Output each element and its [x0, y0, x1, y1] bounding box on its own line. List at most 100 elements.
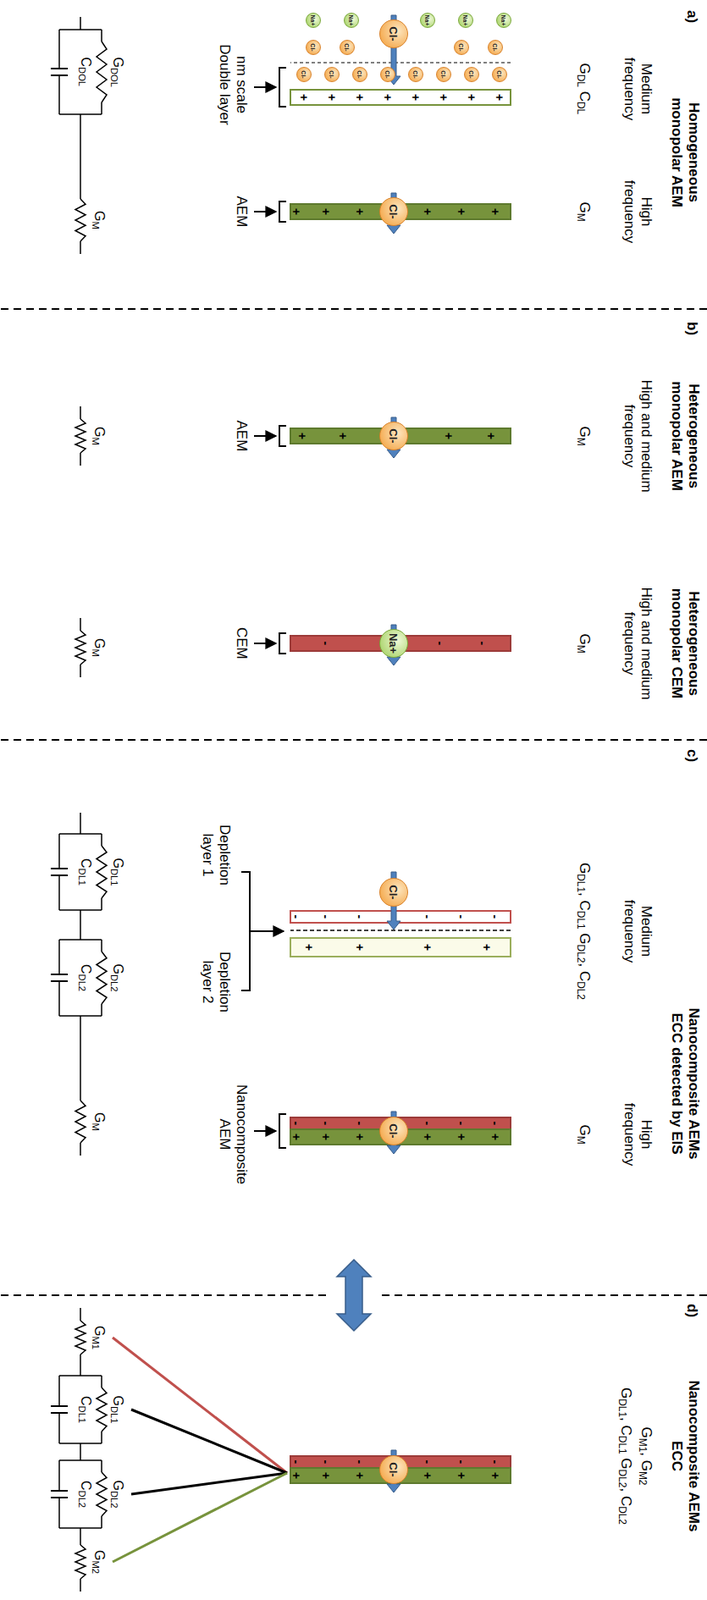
- ion-circle: Na+: [305, 12, 321, 28]
- charge-sign: +: [288, 1133, 304, 1141]
- charge-sign: -: [487, 915, 503, 920]
- charge-sign: +: [483, 432, 499, 440]
- frequency-label: High frequency: [619, 169, 655, 255]
- double-layer-boundary: [290, 62, 511, 64]
- charge-sign: -: [475, 641, 491, 647]
- resistor-symbol: [75, 1100, 86, 1144]
- wire: [79, 16, 82, 30]
- panel-divider: [0, 308, 707, 310]
- pointer-arrow: [254, 210, 277, 213]
- charge-sign: +: [352, 1133, 368, 1141]
- capacitor-symbol: [50, 67, 68, 70]
- charge-sign: -: [318, 1121, 334, 1127]
- capacitor-symbol: [50, 1490, 68, 1492]
- wire: [58, 939, 61, 975]
- ion-label: Cl-: [310, 43, 317, 51]
- ion-label: Na+: [501, 14, 508, 26]
- charge-sign: -: [487, 1121, 503, 1127]
- frequency-label: High and medium frequency: [619, 579, 655, 707]
- ion-label: Cl-: [387, 884, 401, 900]
- ion-circle: Na+: [458, 12, 474, 28]
- charge-sign: +: [453, 1472, 470, 1480]
- panel-title: Heterogeneous monopolar CEM: [667, 571, 702, 716]
- resistor-symbol: [75, 630, 86, 665]
- ion-label: Cl-: [387, 26, 401, 41]
- circuit-label: GM2: [89, 1550, 108, 1575]
- element-label: GDL CDL: [574, 63, 593, 116]
- wire: [100, 898, 103, 911]
- element-label: GM: [574, 634, 593, 654]
- ion-circle: Cl-: [379, 421, 409, 451]
- frequency-label: Medium frequency: [619, 889, 655, 974]
- resistor-symbol: [75, 1545, 86, 1580]
- bracket: [279, 633, 287, 654]
- wire: [79, 241, 82, 255]
- charge-sign: -: [453, 1121, 470, 1127]
- frequency-label: High and medium frequency: [619, 372, 655, 500]
- charge-sign: -: [288, 1121, 304, 1127]
- wire: [58, 1460, 61, 1492]
- charge-sign: +: [453, 208, 470, 216]
- capacitor-symbol: [50, 1412, 68, 1414]
- leader-line: [131, 1409, 288, 1474]
- wire: [58, 981, 61, 1017]
- layer-label: Depletion layer 1: [198, 817, 233, 894]
- charge-sign: +: [453, 1133, 470, 1141]
- depletion-layer-anion: [290, 938, 511, 957]
- ion-circle: Cl-: [379, 878, 409, 907]
- ion-circle: Cl-: [379, 1455, 409, 1485]
- charge-sign: +: [352, 208, 368, 216]
- wire: [58, 1413, 61, 1444]
- charge-sign: +: [294, 432, 310, 440]
- ion-circle: Na+: [496, 12, 512, 28]
- charge-sign: +: [463, 93, 480, 101]
- charge-sign: -: [432, 641, 448, 647]
- bracket: [241, 872, 250, 991]
- element-label: GM: [574, 202, 593, 222]
- wire: [79, 910, 82, 940]
- capacitor-symbol: [50, 867, 68, 870]
- wire: [58, 834, 61, 869]
- ion-label: Cl-: [492, 43, 499, 51]
- wire: [100, 939, 103, 952]
- layer-label: CEM: [232, 627, 250, 660]
- panel-divider: [381, 1294, 707, 1297]
- ion-label: Cl-: [441, 70, 448, 78]
- ion-label: Cl-: [385, 70, 392, 78]
- circuit-label: GDL2: [108, 1480, 127, 1509]
- charge-sign: -: [419, 915, 436, 920]
- charge-sign: +: [352, 944, 368, 951]
- layer-label: AEM: [232, 196, 250, 228]
- charge-sign: +: [419, 944, 436, 951]
- capacitor-symbol: [50, 973, 68, 976]
- resistor-symbol: [96, 845, 107, 899]
- wire: [100, 1375, 103, 1388]
- layer-label: Depletion layer 2: [198, 944, 233, 1021]
- charge-sign: -: [352, 1460, 368, 1465]
- element-label: GM1, GM2: [636, 1427, 655, 1486]
- wire: [79, 812, 82, 835]
- ion-label: Na+: [425, 14, 431, 26]
- capacitor-symbol: [50, 1405, 68, 1408]
- wire: [79, 1016, 82, 1101]
- wire: [79, 664, 82, 678]
- ion-label: Cl-: [413, 70, 420, 78]
- ion-circle: Cl-: [379, 1116, 409, 1146]
- pointer-arrow: [249, 930, 284, 933]
- ion-label: Cl-: [458, 43, 465, 51]
- resistor-symbol: [75, 1320, 86, 1355]
- pointer-arrow: [254, 1130, 277, 1133]
- ion-circle: Cl-: [463, 66, 480, 83]
- ion-circle: Na+: [343, 12, 360, 28]
- equivalence-arrow: [336, 1259, 371, 1332]
- wire: [79, 1143, 82, 1156]
- wire: [58, 29, 61, 69]
- wire: [100, 1460, 103, 1473]
- panel-title: Nanocomposite AEMs ECC: [667, 1375, 702, 1537]
- leader-line: [112, 1337, 288, 1474]
- charge-sign: +: [352, 93, 368, 101]
- circuit-label: GM: [89, 638, 108, 658]
- layer-label: AEM: [232, 420, 250, 453]
- ion-circle: Cl-: [379, 197, 409, 227]
- resistor-symbol: [96, 41, 107, 103]
